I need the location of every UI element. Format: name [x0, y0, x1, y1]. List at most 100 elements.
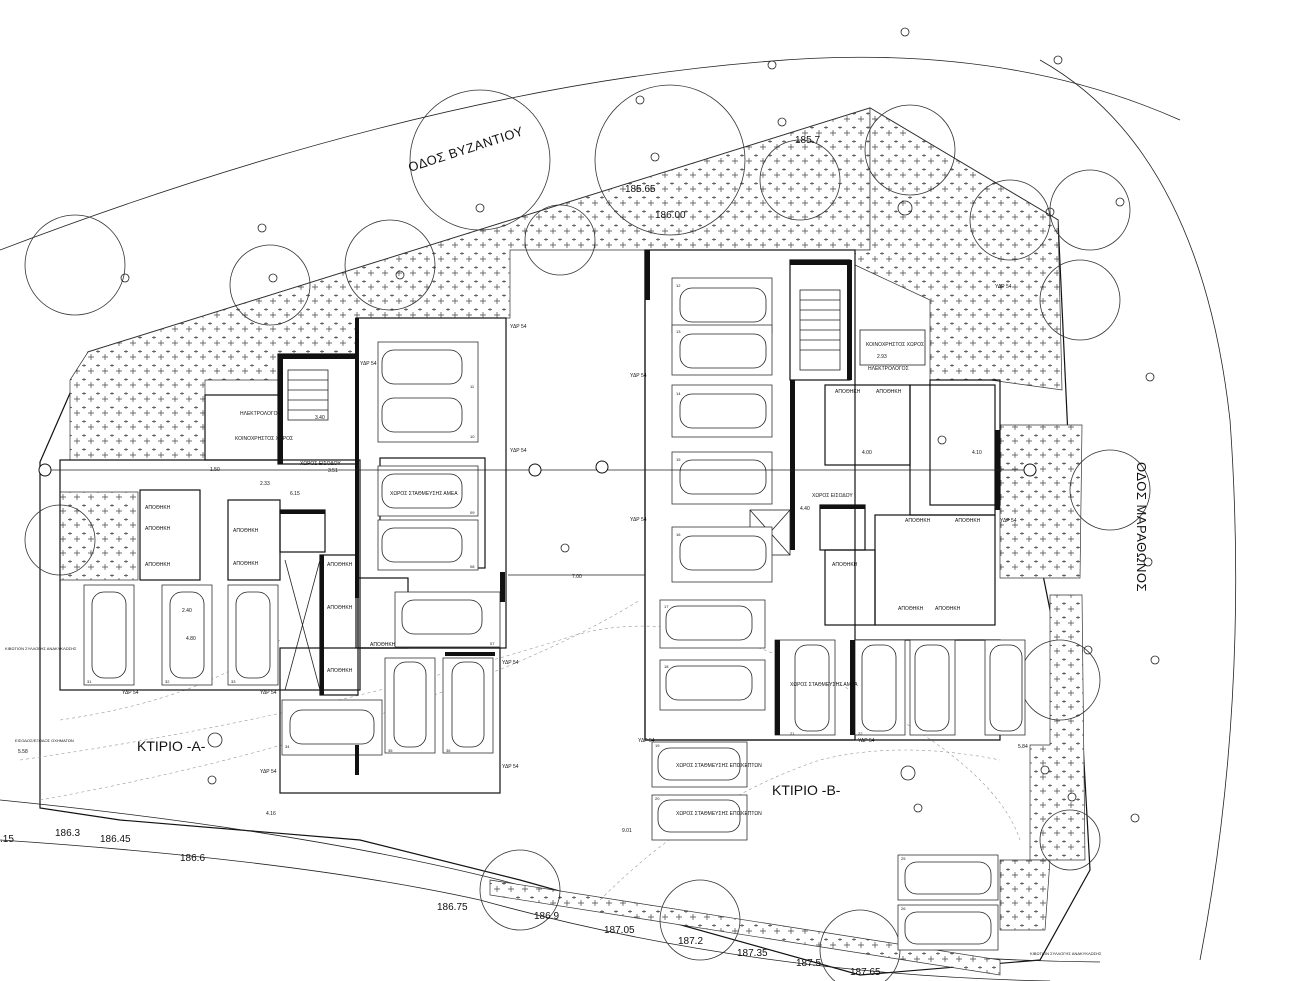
spot-number: 11	[470, 384, 475, 389]
marker-label: ΥΔΡ 54	[502, 764, 519, 770]
spot-number: 09	[470, 510, 475, 515]
spot-number: 08	[470, 564, 475, 569]
marker-label: ΥΔΡ 54	[995, 284, 1012, 290]
room-label: ΑΠΟΘΗΚΗ	[145, 505, 171, 511]
marker-label: ΥΔΡ 54	[122, 690, 139, 696]
spot-number: 31	[87, 679, 92, 684]
marker-label: ΥΔΡ 54	[630, 373, 647, 379]
level-label: 185.65	[625, 184, 656, 195]
level-label: 186.9	[534, 911, 559, 922]
marker-label: ΥΔΡ 54	[360, 361, 377, 367]
spot-number: 21	[790, 731, 795, 736]
spot-number: 34	[285, 744, 290, 749]
room-label: ΑΠΟΘΗΚΗ	[145, 562, 171, 568]
garden-areas	[59, 107, 1086, 976]
room-label: ΑΠΟΘΗΚΗ	[327, 562, 353, 568]
spot-number: 22	[858, 731, 863, 736]
spot-number: 15	[676, 457, 681, 462]
dimension-label: 5.58	[18, 749, 28, 755]
level-label: 186.3	[55, 828, 80, 839]
street-north-label: ΟΔΟΣ ΒΥΖΑΝΤΙΟΥ	[406, 123, 525, 174]
spot-number: 25	[901, 856, 906, 861]
room-label: ΧΩΡΟΣ ΣΤΑΘΜΕΥΣΗΣ ΕΠΙΣΚΕΠΤΩΝ	[676, 763, 762, 769]
room-label: ΕΙΣΟΔΟΣ/ΕΞΟΔΟΣ ΟΧΗΜΑΤΩΝ	[15, 738, 74, 743]
room-label: ΑΠΟΘΗΚΗ	[832, 562, 858, 568]
room-label: ΑΠΟΘΗΚΗ	[935, 606, 961, 612]
street-east-label: ΟΔΟΣ ΜΑΡΑΘΩΝΟΣ	[1134, 462, 1149, 592]
spot-number: 36	[446, 748, 451, 753]
building-b-label: ΚΤΙΡΙΟ -Β-	[772, 782, 841, 798]
marker-label: ΥΔΡ 54	[510, 448, 527, 454]
room-label: ΧΩΡΟΣ ΕΙΣΟΔΟΥ	[812, 493, 853, 499]
room-label: ΗΛΕΚΤΡΟΛΟΓΟΣ	[868, 366, 909, 372]
level-markers	[120, 27, 1160, 823]
spot-number: 16	[676, 532, 681, 537]
level-label: 187.05	[604, 925, 635, 936]
dimension-label: 5.84	[1018, 744, 1028, 750]
room-label: ΑΠΟΘΗΚΗ	[327, 605, 353, 611]
spot-number: 10	[470, 434, 475, 439]
building-a	[59, 318, 409, 696]
dimension-label: 4.10	[972, 450, 982, 456]
spot-number: 17	[664, 604, 669, 609]
level-label: 187.35	[737, 948, 768, 959]
room-label: ΚΙΒΩΤΙΟΝ ΣΥΛΛΟΓΗΣ ΑΝΑΚΥΚΛΩΣΗΣ	[5, 646, 77, 651]
level-label: 186.6	[180, 853, 205, 864]
room-label: ΑΠΟΘΗΚΗ	[370, 642, 396, 648]
dimension-label: 7.00	[572, 574, 582, 580]
trees	[24, 84, 1151, 981]
spot-number: 13	[676, 329, 681, 334]
marker-label: ΥΔΡ 54	[260, 769, 277, 775]
section-line	[38, 460, 1037, 576]
dimension-label: 3.40	[315, 415, 325, 421]
spot-number: 18	[664, 664, 669, 669]
spot-number: 12	[676, 283, 681, 288]
room-label: ΧΩΡΟΣ ΣΤΑΘΜΕΥΣΗΣ ΑΜΕΑ	[790, 682, 858, 688]
room-label: ΑΠΟΘΗΚΗ	[233, 561, 259, 567]
dimension-label: 4.40	[800, 506, 810, 512]
marker-label: ΥΔΡ 54	[502, 660, 519, 666]
room-label: ΑΠΟΘΗΚΗ	[898, 606, 924, 612]
dimension-label: 2.40	[182, 608, 192, 614]
dimension-label: 9.01	[622, 828, 632, 834]
room-label: ΑΠΟΘΗΚΗ	[145, 526, 171, 532]
dimension-label: 1.50	[210, 467, 220, 473]
room-label: ΚΟΙΝΟΧΡΗΣΤΟΣ ΧΩΡΟΣ	[866, 342, 924, 348]
dimension-label: 2.93	[877, 354, 887, 360]
spot-number: 26	[901, 906, 906, 911]
room-label: ΚΙΒΩΤΙΟΝ ΣΥΛΛΟΓΗΣ ΑΝΑΚΥΚΛΩΣΗΣ	[1030, 951, 1102, 956]
level-label: 186.45	[100, 834, 131, 845]
spot-number: 19	[655, 743, 660, 748]
dimension-label: 3.51	[328, 468, 338, 474]
room-label: ΧΩΡΟΣ ΕΙΣΟΔΟΥ	[300, 461, 341, 467]
level-label: 187.5	[796, 958, 821, 969]
spot-number: 32	[165, 679, 170, 684]
level-label: 187.2	[678, 936, 703, 947]
marker-label: ΥΔΡ 54	[630, 517, 647, 523]
marker-label: ΥΔΡ 54	[638, 738, 655, 744]
spot-number: 35	[388, 748, 393, 753]
spot-number: 33	[231, 679, 236, 684]
room-label: ΑΠΟΘΗΚΗ	[955, 518, 981, 524]
level-label: 185.7	[795, 135, 820, 146]
room-label: ΚΟΙΝΟΧΡΗΣΤΟΣ ΧΩΡΟΣ	[235, 436, 293, 442]
dimension-label: 4.80	[186, 636, 196, 642]
marker-label: ΥΔΡ 54	[858, 738, 875, 744]
level-label: 187.65	[850, 967, 881, 978]
spot-number: 07	[490, 641, 495, 646]
room-label: ΑΠΟΘΗΚΗ	[835, 389, 861, 395]
central-parking	[279, 317, 507, 794]
dimension-label: 6.15	[290, 491, 300, 497]
room-label: ΑΠΟΘΗΚΗ	[233, 528, 259, 534]
marker-label: ΥΔΡ 54	[1000, 518, 1017, 524]
level-label: .15	[0, 834, 14, 845]
room-label: ΧΩΡΟΣ ΣΤΑΘΜΕΥΣΗΣ ΕΠΙΣΚΕΠΤΩΝ	[676, 811, 762, 817]
marker-label: ΥΔΡ 54	[510, 324, 527, 330]
spot-number: 20	[655, 796, 660, 801]
marker-label: ΥΔΡ 54	[260, 690, 277, 696]
dimension-label: 2.33	[260, 481, 270, 487]
level-label: 186.75	[437, 902, 468, 913]
level-label: 186.00	[655, 210, 686, 221]
room-label: ΑΠΟΘΗΚΗ	[327, 668, 353, 674]
